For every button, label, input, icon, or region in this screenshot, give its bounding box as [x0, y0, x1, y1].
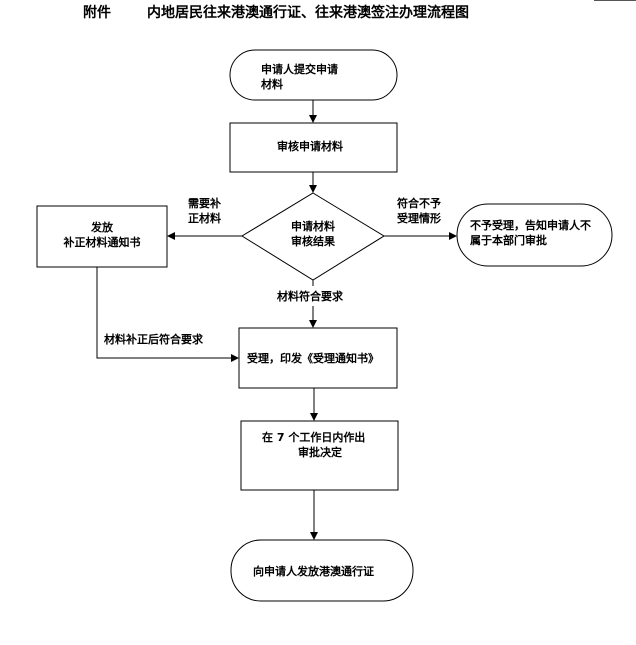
issue-notice-node-shape — [36, 205, 168, 268]
edge-label-after-supplement-text: 材料补正后符合要求 — [104, 333, 203, 346]
review-node-label: 审核申请材料 — [277, 140, 343, 153]
end-node-label: 向申请人发放港澳通行证 — [253, 565, 374, 578]
accept-node: 受理，印发《受理通知书》 — [247, 351, 379, 366]
title-prefix: 附件 — [83, 5, 111, 21]
edge-label-meets-requirements: 材料符合要求 — [277, 289, 343, 304]
decide-node-line1: 在 7 个工作日内作出 — [262, 431, 366, 444]
edge-label-not-accepted-line1: 符合不予 — [397, 197, 441, 210]
edge-label-meets-requirements-text: 材料符合要求 — [277, 290, 343, 303]
title-text: 内地居民往来港澳通行证、往来港澳签注办理流程图 — [147, 5, 469, 21]
decision-node-line2: 审核结果 — [291, 235, 335, 248]
issue-notice-node: 发放 补正材料通知书 — [37, 220, 167, 250]
decide-node-line2: 审批决定 — [298, 446, 342, 459]
header-rule — [594, 0, 636, 1]
accept-node-label: 受理，印发《受理通知书》 — [247, 352, 379, 365]
end-node: 向申请人发放港澳通行证 — [253, 564, 374, 579]
edge-label-after-supplement: 材料补正后符合要求 — [104, 332, 203, 347]
reject-node-shape — [456, 203, 613, 267]
edge-label-need-supplement: 需要补 正材料 — [188, 196, 221, 226]
start-node-line2: 材料 — [261, 78, 283, 91]
arrow-supplement-to-accept — [96, 267, 239, 362]
edge-label-need-supplement-line2: 正材料 — [188, 212, 221, 225]
issue-notice-node-line1: 发放 — [91, 221, 113, 234]
reject-node-line2: 属于本部门审批 — [470, 234, 547, 247]
end-node-shape — [230, 539, 414, 602]
issue-notice-node-line2: 补正材料通知书 — [63, 236, 141, 249]
edge-label-need-supplement-line1: 需要补 — [188, 197, 221, 210]
start-node-line1: 申请人提交申请 — [261, 63, 338, 76]
edge-label-not-accepted-line2: 受理情形 — [397, 212, 441, 225]
reject-node: 不予受理，告知申请人不 属于本部门审批 — [470, 218, 591, 248]
start-node: 申请人提交申请 材料 — [261, 62, 338, 92]
decide-node: 在 7 个工作日内作出 审批决定 — [262, 430, 365, 460]
edge-label-not-accepted: 符合不予 受理情形 — [397, 196, 441, 226]
decide-node-shape — [240, 420, 399, 491]
accept-node-shape — [238, 327, 398, 389]
decision-node-line1: 申请材料 — [291, 220, 335, 233]
review-node-shape — [229, 122, 398, 173]
review-node: 审核申请材料 — [277, 139, 343, 154]
decision-node: 申请材料 审核结果 — [283, 219, 343, 249]
reject-node-line1: 不予受理，告知申请人不 — [470, 219, 591, 232]
